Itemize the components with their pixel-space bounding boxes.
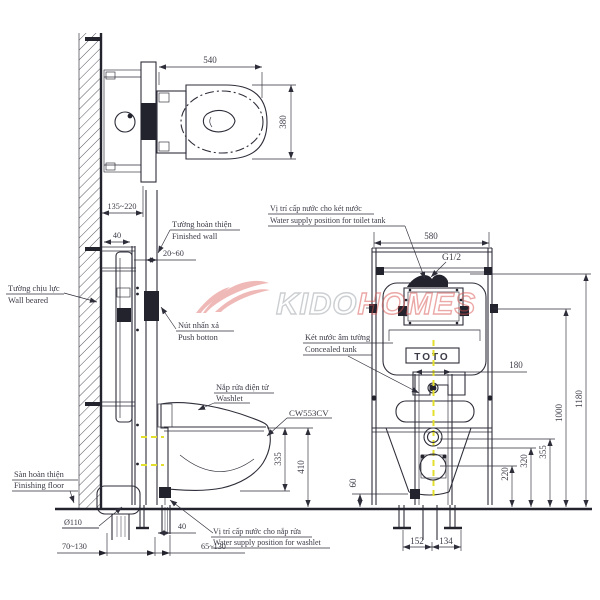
dim-60: 60 (348, 478, 358, 488)
front-view: TOTO (366, 247, 498, 540)
toilet-side-silhouette (157, 402, 271, 505)
drain-elbow (96, 485, 141, 540)
label-washlet-vi: Nắp rửa điện tử (216, 383, 269, 392)
side-view (96, 190, 271, 540)
dim-220: 220 (500, 467, 510, 481)
dimension-texts: 540 380 135~220 40 20~60 580 180 1180 10… (62, 55, 584, 551)
washlet-supply-stub (410, 489, 420, 499)
dim-1000: 1000 (554, 404, 564, 423)
dim-152: 152 (410, 536, 424, 546)
label-finished-wall-en: Finished wall (172, 232, 218, 241)
dim-1180: 1180 (574, 390, 584, 408)
label-finishing-floor-vi: Sàn hoàn thiện (14, 470, 65, 479)
dim-180: 180 (509, 360, 523, 370)
top-view (103, 61, 268, 183)
label-push-button-vi: Nút nhấn xả (178, 321, 219, 330)
label-model: CW553CV (289, 408, 329, 418)
label-supply-washlet-en: Water supply position for washlet (213, 538, 322, 547)
dim-540: 540 (203, 55, 217, 65)
dim-40-lower: 40 (178, 522, 186, 531)
dim-70-130: 70~130 (62, 542, 87, 551)
kidohomes-logo-icon (196, 280, 270, 313)
watermark-text: KIDOHOMES (276, 286, 476, 321)
kidohomes-watermark: KIDOHOMES (196, 280, 476, 322)
callout-labels: Tường chịu lực Wall beared Tường hoàn th… (6, 204, 461, 549)
dim-135-220: 135~220 (108, 202, 137, 211)
dim-20-60: 20~60 (163, 249, 184, 258)
label-thread-size: G1/2 (442, 253, 461, 263)
dimension-lines (57, 64, 591, 556)
label-concealed-tank-vi: Két nước âm tường (305, 333, 371, 342)
toto-logo: TOTO (414, 352, 449, 363)
label-finishing-floor-en: Finishing floor (14, 481, 64, 490)
dim-335: 335 (273, 452, 283, 466)
dim-410: 410 (296, 460, 306, 474)
label-supply-washlet-vi: Vị trí cấp nước cho nắp rửa (213, 527, 301, 536)
label-push-button-en: Push botton (178, 333, 219, 342)
label-finished-wall-vi: Tường hoàn thiện (172, 220, 232, 229)
dim-320: 320 (519, 454, 529, 468)
dim-65-130: 65~130 (201, 542, 226, 551)
label-washlet-en: Washlet (216, 394, 243, 403)
dim-drain-diameter: Ø110 (64, 518, 82, 527)
dim-355: 355 (538, 445, 548, 459)
label-wall-beared-en: Wall beared (8, 296, 49, 305)
load-bearing-wall-section (78, 33, 136, 508)
label-concealed-tank-en: Concealed tank (305, 345, 358, 354)
dim-40-upper: 40 (113, 231, 121, 240)
dim-134: 134 (439, 536, 453, 546)
dim-380: 380 (278, 115, 288, 129)
label-wall-beared-vi: Tường chịu lực (8, 284, 60, 293)
dim-580: 580 (424, 231, 438, 241)
label-supply-tank-vi: Vị trí cấp nước cho két nước (270, 204, 362, 213)
push-button-plate (144, 291, 159, 321)
label-supply-tank-en: Water supply position for toilet tank (270, 216, 386, 225)
